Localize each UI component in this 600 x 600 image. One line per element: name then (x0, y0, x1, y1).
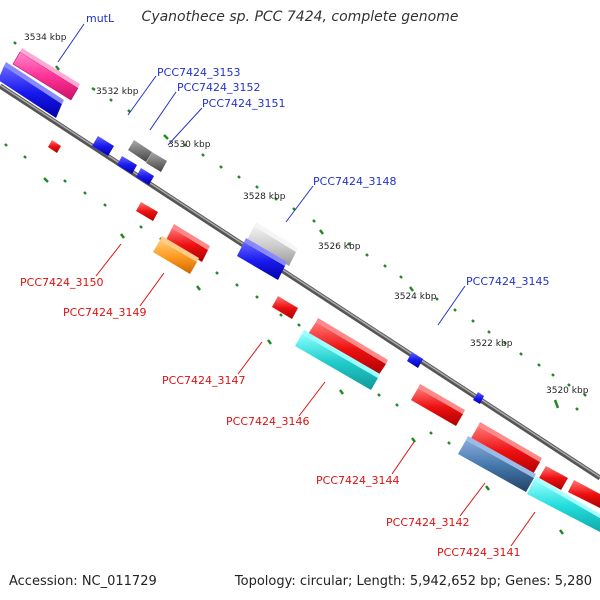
gene-label-3141[interactable]: PCC7424_3141 (437, 546, 520, 559)
kbp-label: 3524 kbp (394, 292, 437, 302)
gene-forward-1[interactable] (0, 62, 64, 118)
gene-label-3146[interactable]: PCC7424_3146 (226, 415, 309, 428)
gene-label-mutL[interactable]: mutL (86, 12, 115, 25)
gene-labels-bottom: PCC7424_3150 PCC7424_3149 PCC7424_3147 P… (20, 276, 520, 559)
gene-label-3142[interactable]: PCC7424_3142 (386, 516, 469, 529)
gene-label-3151[interactable]: PCC7424_3151 (202, 97, 285, 110)
gene-label-3144[interactable]: PCC7424_3144 (316, 474, 399, 487)
gene-small-red-3[interactable] (272, 296, 298, 319)
gene-label-3148[interactable]: PCC7424_3148 (313, 175, 396, 188)
leader-lines-bottom (95, 243, 536, 547)
kbp-label: 3530 kbp (168, 140, 211, 150)
gene-3147[interactable] (308, 318, 388, 376)
map-title: Cyanothece sp. PCC 7424, complete genome (141, 9, 459, 25)
kbp-label: 3528 kbp (243, 192, 286, 202)
gene-3152[interactable] (117, 140, 152, 174)
gene-3144[interactable] (411, 384, 465, 426)
leader-lines-top (57, 23, 466, 326)
kbp-label: 3522 kbp (470, 339, 513, 349)
gene-3153[interactable] (92, 136, 114, 156)
gene-label-3150[interactable]: PCC7424_3150 (20, 276, 103, 289)
gene-3141[interactable] (527, 476, 600, 532)
kbp-label: 3520 kbp (546, 386, 589, 396)
gene-3148[interactable] (237, 222, 298, 280)
accession-text: Accession: NC_011729 (9, 574, 157, 589)
gene-label-3145[interactable]: PCC7424_3145 (466, 275, 549, 288)
kbp-label: 3532 kbp (96, 87, 139, 97)
kbp-label: 3526 kbp (318, 242, 361, 252)
inner-tick-track (4, 143, 564, 535)
gene-label-3149[interactable]: PCC7424_3149 (63, 306, 146, 319)
genome-summary-text: Topology: circular; Length: 5,942,652 bp… (234, 574, 592, 589)
gene-3149[interactable] (153, 236, 199, 274)
kbp-label: 3534 kbp (24, 33, 67, 43)
gene-small-blue-2[interactable] (473, 392, 484, 404)
gene-small-red-2[interactable] (136, 202, 158, 221)
gene-small-blue-1[interactable] (407, 352, 423, 368)
gene-3151[interactable] (136, 152, 167, 185)
kbp-labels: 3534 kbp 3532 kbp 3530 kbp 3528 kbp 3526… (24, 33, 589, 396)
gene-mutL[interactable] (12, 48, 80, 101)
gene-3150[interactable] (166, 224, 210, 262)
gene-label-3153[interactable]: PCC7424_3153 (157, 66, 240, 79)
gene-3142[interactable] (458, 436, 536, 492)
gene-3146[interactable] (295, 330, 380, 390)
gene-small-red-4[interactable] (539, 466, 568, 490)
gene-small-red-5[interactable] (568, 480, 600, 508)
gene-label-3152[interactable]: PCC7424_3152 (177, 81, 260, 94)
gene-3145-red[interactable] (470, 422, 542, 476)
gene-label-3147[interactable]: PCC7424_3147 (162, 374, 245, 387)
gene-labels-top: mutL PCC7424_3153 PCC7424_3152 PCC7424_3… (86, 12, 549, 288)
outer-tick-track (13, 41, 587, 411)
gene-small-red-1[interactable] (48, 140, 61, 153)
